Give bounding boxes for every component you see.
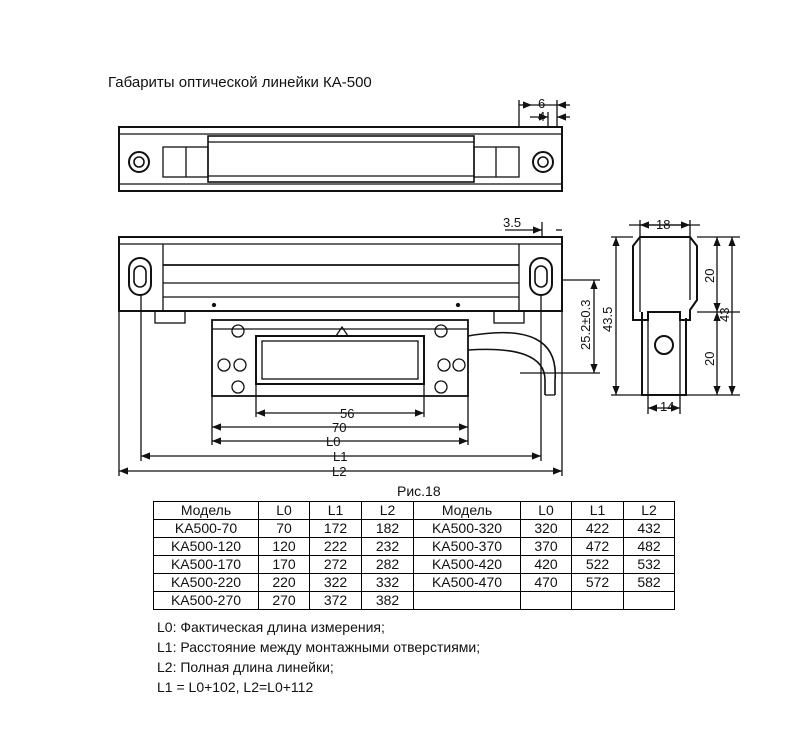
table-cell: 232 — [361, 537, 414, 556]
table-cell: KA500-270 — [153, 591, 259, 610]
table-cell: 382 — [361, 591, 414, 610]
drawing-title: Габариты оптической линейки КА-500 — [108, 74, 372, 91]
table-header-cell: L0 — [520, 501, 572, 520]
table-cell: 572 — [571, 573, 624, 592]
table-header-cell: Модель — [153, 501, 259, 520]
table-cell: 170 — [258, 555, 310, 574]
technical-drawing: 6 4 3.5 18 56 70 L0 L1 L2 14 25.2±0.3 43… — [118, 96, 740, 479]
dim-56: 56 — [340, 406, 354, 421]
table-cell: 522 — [571, 555, 624, 574]
table-cell — [571, 591, 624, 610]
table-header-cell: L1 — [571, 501, 624, 520]
table-cell: KA500-320 — [413, 519, 521, 538]
table-header-cell: L0 — [258, 501, 310, 520]
table-cell: 322 — [309, 573, 362, 592]
table-cell: 270 — [258, 591, 310, 610]
figure-caption: Рис.18 — [397, 483, 441, 499]
dim-18: 18 — [656, 217, 670, 232]
table-cell: 482 — [623, 537, 675, 556]
dim-L1: L1 — [333, 449, 347, 464]
table-cell: 420 — [520, 555, 572, 574]
table-cell: 472 — [571, 537, 624, 556]
table-cell: 422 — [571, 519, 624, 538]
table-cell: KA500-120 — [153, 537, 259, 556]
table-cell: 372 — [309, 591, 362, 610]
table-cell: 222 — [309, 537, 362, 556]
table-cell: KA500-470 — [413, 573, 521, 592]
table-cell: KA500-70 — [153, 519, 259, 538]
table-cell: 220 — [258, 573, 310, 592]
table-cell: KA500-220 — [153, 573, 259, 592]
table-cell: 320 — [520, 519, 572, 538]
notes: L0: Фактическая длина измерения; L1: Рас… — [157, 617, 480, 697]
dim-14: 14 — [660, 399, 674, 414]
note-l0: L0: Фактическая длина измерения; — [157, 619, 385, 635]
table-cell: KA500-170 — [153, 555, 259, 574]
dim-L2: L2 — [332, 464, 346, 479]
table-header-cell: L2 — [623, 501, 675, 520]
side-view — [611, 220, 740, 414]
note-l1: L1: Расстояние между монтажными отверсти… — [157, 639, 481, 655]
table-cell: 182 — [361, 519, 414, 538]
table-cell: 370 — [520, 537, 572, 556]
table-cell: 582 — [623, 573, 675, 592]
table-cell: 70 — [258, 519, 310, 538]
front-view — [118, 222, 600, 476]
dim-20-top: 20 — [702, 269, 717, 283]
table-cell: KA500-420 — [413, 555, 521, 574]
table-cell: 120 — [258, 537, 310, 556]
table-cell: 282 — [361, 555, 414, 574]
table-cell — [413, 591, 521, 610]
table-cell: 272 — [309, 555, 362, 574]
dim-43: 43 — [717, 308, 732, 322]
table-cell: 432 — [623, 519, 675, 538]
dim-3-5: 3.5 — [503, 215, 521, 230]
dim-20-bottom: 20 — [702, 352, 717, 366]
table-cell: 172 — [309, 519, 362, 538]
table-cell: 332 — [361, 573, 414, 592]
table-cell — [520, 591, 572, 610]
table-header-cell: L2 — [361, 501, 414, 520]
dim-L0: L0 — [326, 434, 340, 449]
dim-6: 6 — [538, 96, 545, 111]
note-l2: L2: Полная длина линейки; — [157, 659, 334, 675]
dim-70: 70 — [332, 420, 346, 435]
table-cell — [623, 591, 675, 610]
top-view — [118, 100, 570, 192]
table-cell: KA500-370 — [413, 537, 521, 556]
dim-25-2: 25.2±0.3 — [578, 299, 593, 350]
table-header-cell: L1 — [309, 501, 362, 520]
table-cell: 532 — [623, 555, 675, 574]
dim-4: 4 — [538, 109, 545, 124]
table-header-cell: Модель — [413, 501, 521, 520]
note-formula: L1 = L0+102, L2=L0+112 — [157, 679, 314, 695]
table-cell: 470 — [520, 573, 572, 592]
dim-43-5: 43.5 — [600, 307, 615, 332]
